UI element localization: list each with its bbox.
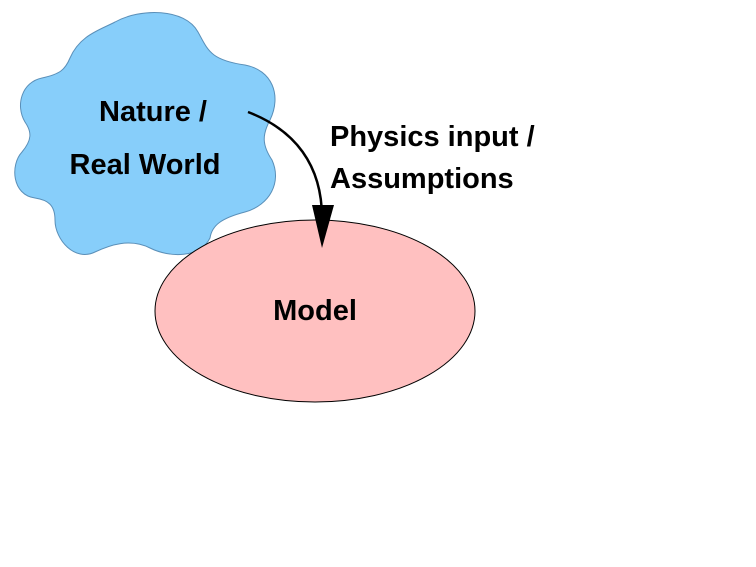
model-label: Model: [273, 295, 357, 327]
cloud-shape: [14, 12, 277, 256]
nature-label-line1: Nature /: [99, 96, 207, 128]
arrow-curve: [247, 110, 324, 219]
edge-label-line2: Assumptions: [330, 163, 514, 195]
model-node: Model: [154, 219, 476, 403]
physics-input-arrow: [247, 110, 334, 248]
model-ellipse: [154, 219, 476, 403]
edge-label: Physics input / Assumptions: [330, 121, 535, 195]
nature-label-line2: Real World: [70, 149, 221, 181]
edge-label-line1: Physics input /: [330, 121, 535, 153]
nature-node: Nature / Real World: [14, 12, 277, 256]
arrowhead-icon: [312, 205, 334, 248]
